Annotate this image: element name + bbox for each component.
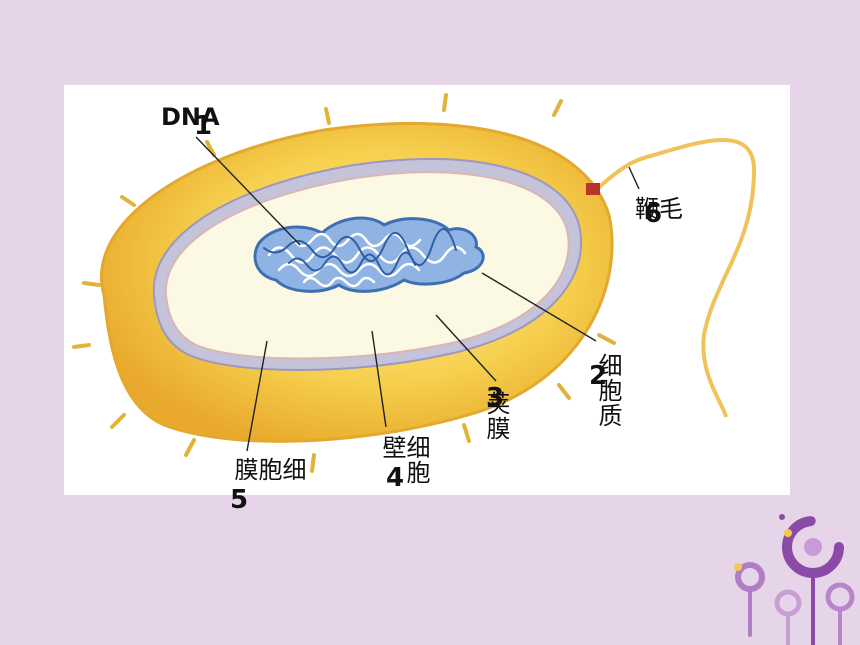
dna-number: 1	[194, 111, 213, 141]
bacterium-diagram	[72, 93, 757, 473]
dna-nucleoid	[253, 216, 485, 293]
cell-membrane-label: 细胞膜	[230, 457, 306, 482]
cell-membrane-number: 5	[230, 485, 249, 515]
capsule-label: 荚膜	[482, 391, 510, 441]
capsule-number: 3	[486, 383, 505, 413]
cell-wall-label: 细胞壁	[378, 435, 430, 485]
cytoplasm-number: 2	[589, 361, 608, 391]
flagellum-label: 鞭毛	[635, 195, 683, 223]
flagellum-number: 6	[644, 199, 663, 229]
flagellum	[586, 138, 757, 418]
diagram-panel: DNA 1 细胞质 2 荚膜 3 细胞壁 4 细胞膜 5 鞭毛 6	[64, 85, 790, 513]
cytoplasm-label: 细胞质	[594, 353, 622, 428]
pointer-lines	[195, 136, 640, 452]
capsule-spikes	[72, 93, 616, 473]
decorative-ornament	[734, 514, 855, 645]
dna-label: DNA	[161, 103, 220, 131]
cell-wall-number: 4	[386, 463, 405, 493]
